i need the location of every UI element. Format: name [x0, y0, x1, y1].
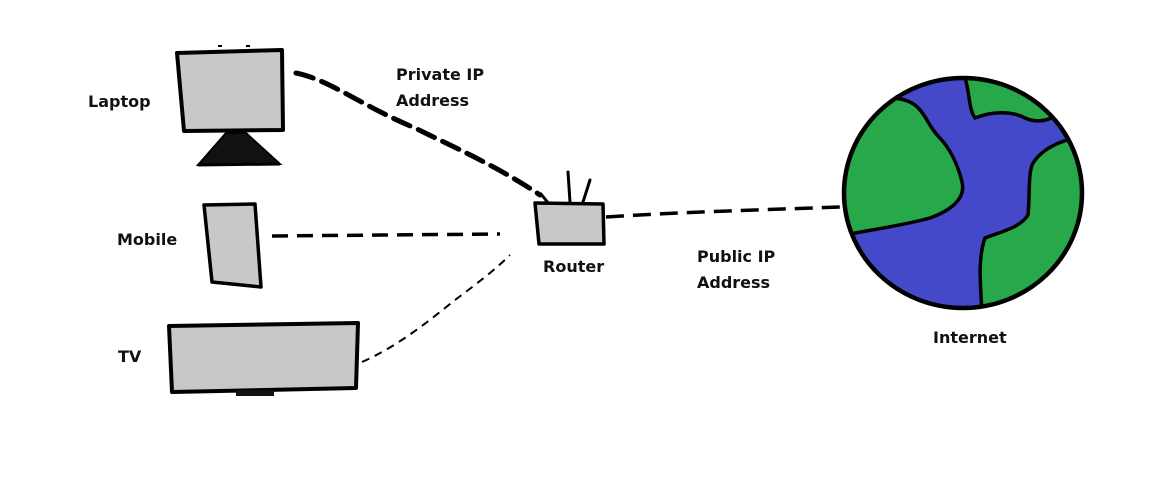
- laptop-icon: [175, 45, 285, 167]
- router-icon: [533, 170, 606, 246]
- globe-icon: [841, 75, 1085, 311]
- mobile-label: Mobile: [117, 230, 178, 249]
- tv-router-link: [361, 254, 511, 363]
- internet-label: Internet: [933, 328, 1007, 347]
- tv-icon: [167, 321, 360, 396]
- tv-label: TV: [118, 347, 142, 366]
- mobile-icon: [202, 202, 263, 289]
- private-ip-label: Private IP Address: [396, 65, 485, 110]
- laptop-label: Laptop: [88, 92, 151, 111]
- laptop-router-link: [293, 70, 543, 198]
- router-label: Router: [543, 257, 605, 276]
- router-internet-link: [605, 205, 841, 219]
- public-ip-label: Public IP Address: [697, 247, 776, 292]
- mobile-router-link: [271, 232, 501, 238]
